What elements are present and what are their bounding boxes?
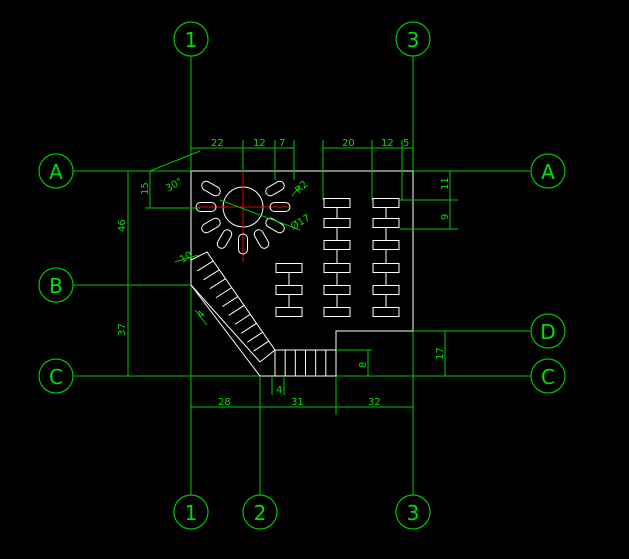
stair-left-tread: [247, 331, 263, 343]
axis-bubbles: 1 3 1 2 3 A B C: [38, 21, 566, 530]
dim-22: 22: [211, 138, 224, 149]
dim-46: 46: [117, 219, 128, 232]
stair-left-tread: [209, 278, 226, 290]
slot-grid: [275, 198, 400, 317]
dimension-lines: [120, 140, 458, 415]
radial-slot: [265, 217, 285, 234]
axis-bubble-3-top[interactable]: 3: [395, 21, 431, 57]
stair-left-tread: [240, 322, 257, 334]
axis-label-a-left: A: [49, 160, 63, 184]
slot-rect: [372, 198, 400, 208]
slot-rect: [323, 218, 351, 228]
radial-slot: [269, 202, 291, 212]
axis-label-3-top: 3: [407, 28, 420, 52]
axis-bubble-c-right[interactable]: C: [530, 358, 566, 394]
slot-rect: [372, 240, 400, 250]
dim-32: 32: [368, 397, 381, 408]
axis-bubble-3-bottom[interactable]: 3: [395, 494, 431, 530]
dim-12-top-right: 12: [381, 138, 394, 149]
dim-11: 11: [440, 177, 451, 190]
stair-left-tread: [203, 269, 220, 281]
dim-12-top-left: 12: [253, 138, 266, 149]
stair-bottom: [274, 349, 337, 377]
stair-left-tread: [234, 313, 251, 325]
dim-7: 7: [279, 138, 285, 149]
radial-slot-shape: [265, 217, 285, 234]
slot-rect: [372, 218, 400, 228]
slot-rect: [323, 198, 351, 208]
radial-slot-shape: [201, 217, 221, 234]
slot-rect: [372, 263, 400, 273]
axis-label-d-right: D: [540, 320, 555, 344]
radial-slot: [265, 180, 285, 197]
radial-slots: [195, 180, 291, 255]
dim-28: 28: [218, 397, 231, 408]
axis-label-b-left: B: [49, 274, 63, 298]
slot-rect: [275, 307, 303, 317]
dim-d17: Ø17: [289, 212, 313, 233]
dimension-labels: 22 12 7 20 12 5 46 37 15 30° R2 Ø17 11 9…: [117, 138, 451, 408]
dim-17: 17: [435, 347, 446, 360]
radial-slot-shape: [253, 229, 270, 249]
radial-slot-shape: [238, 233, 248, 255]
center-hole[interactable]: [200, 150, 290, 262]
slot-rect: [275, 263, 303, 273]
radial-slot: [216, 229, 233, 249]
slot-rect: [323, 263, 351, 273]
axis-bubble-1-top[interactable]: 1: [173, 21, 209, 57]
slot-rect: [323, 240, 351, 250]
radial-slot-shape: [195, 202, 217, 212]
axis-label-2-bottom: 2: [254, 501, 267, 525]
axis-bubble-d-right[interactable]: D: [530, 313, 566, 349]
stair-left-tread: [228, 305, 245, 316]
dim-31: 31: [291, 397, 304, 408]
stair-left-tread: [253, 340, 270, 352]
axis-label-c-right: C: [541, 365, 555, 389]
dim-5: 5: [403, 138, 409, 149]
axis-label-c-left: C: [49, 365, 63, 389]
axis-label-3-bottom: 3: [407, 501, 420, 525]
slot-rect: [372, 285, 400, 295]
radial-slot-shape: [265, 180, 285, 197]
axis-bubble-c-left[interactable]: C: [38, 358, 74, 394]
radial-slot: [201, 180, 221, 197]
slot-rect: [323, 307, 351, 317]
radial-slot-shape: [201, 180, 221, 197]
axis-label-1-top: 1: [185, 28, 198, 52]
dim-4-stair: 4: [195, 309, 207, 321]
axis-bubble-a-right[interactable]: A: [530, 153, 566, 189]
dim-15: 15: [140, 182, 151, 195]
axis-bubble-a-left[interactable]: A: [38, 153, 74, 189]
stair-left: [190, 251, 276, 363]
dim-10: 10: [178, 250, 195, 266]
axis-bubble-b-left[interactable]: B: [38, 267, 74, 303]
dim-8: 8: [358, 362, 369, 368]
radial-slot: [238, 233, 248, 255]
radial-slot: [253, 229, 270, 249]
dim-9: 9: [440, 214, 451, 220]
radial-slot-shape: [269, 202, 291, 212]
dim-4-bottom: 4: [276, 385, 282, 396]
axis-label-1-bottom: 1: [185, 501, 198, 525]
grid-lines: [73, 56, 530, 495]
radial-slot: [201, 217, 221, 234]
dim-r2: R2: [293, 179, 310, 196]
radial-slot: [195, 202, 217, 212]
stair-left-tread: [222, 296, 239, 307]
axis-bubble-1-bottom[interactable]: 1: [173, 494, 209, 530]
stair-left-tread: [215, 287, 232, 299]
dim-20: 20: [342, 138, 355, 149]
axis-label-a-right: A: [541, 160, 555, 184]
stair-left-tread: [197, 260, 214, 272]
slot-rect: [323, 285, 351, 295]
dim-angle-30: 30°: [164, 176, 185, 194]
radial-slot-shape: [216, 229, 233, 249]
axis-bubble-2-bottom[interactable]: 2: [242, 494, 278, 530]
slot-rect: [275, 285, 303, 295]
dim-37: 37: [117, 323, 128, 336]
slot-rect: [372, 307, 400, 317]
